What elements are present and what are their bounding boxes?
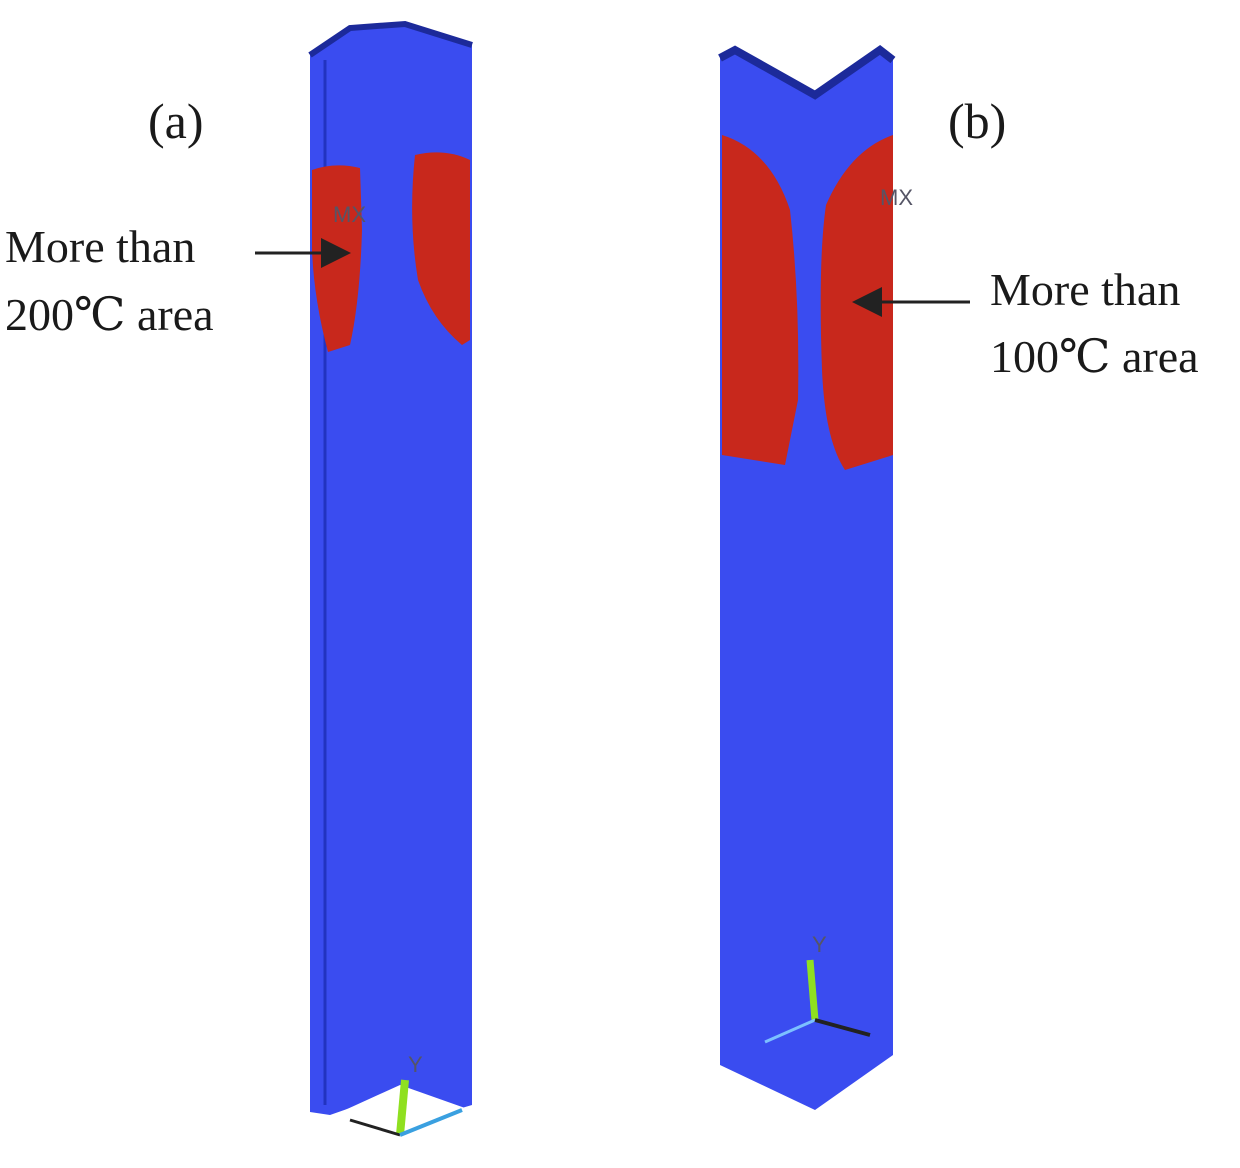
axis-label-b: Y — [812, 932, 827, 957]
axis-triad-b: Y — [764, 932, 871, 1044]
annotation-b-line2: 100℃ area — [990, 331, 1199, 382]
annotation-a-line1: More than — [5, 221, 195, 272]
annotation-a-line2: 200℃ area — [5, 289, 214, 340]
column-a-top-edge — [308, 20, 473, 58]
axis-triad-a: Y — [349, 1052, 463, 1137]
axis-label-a: Y — [408, 1052, 423, 1077]
annotation-b-line1: More than — [990, 264, 1180, 315]
column-b: MX Y — [718, 45, 913, 1110]
marker-b: MX — [880, 185, 913, 210]
panel-label-a: (a) — [148, 93, 204, 149]
panel-label-b: (b) — [948, 93, 1006, 149]
hot-region-a-right — [412, 152, 470, 345]
column-a: MX Y — [308, 20, 473, 1137]
marker-a: MX — [333, 202, 366, 227]
column-b-top-edge — [718, 45, 896, 100]
hot-region-b-left — [722, 135, 799, 465]
